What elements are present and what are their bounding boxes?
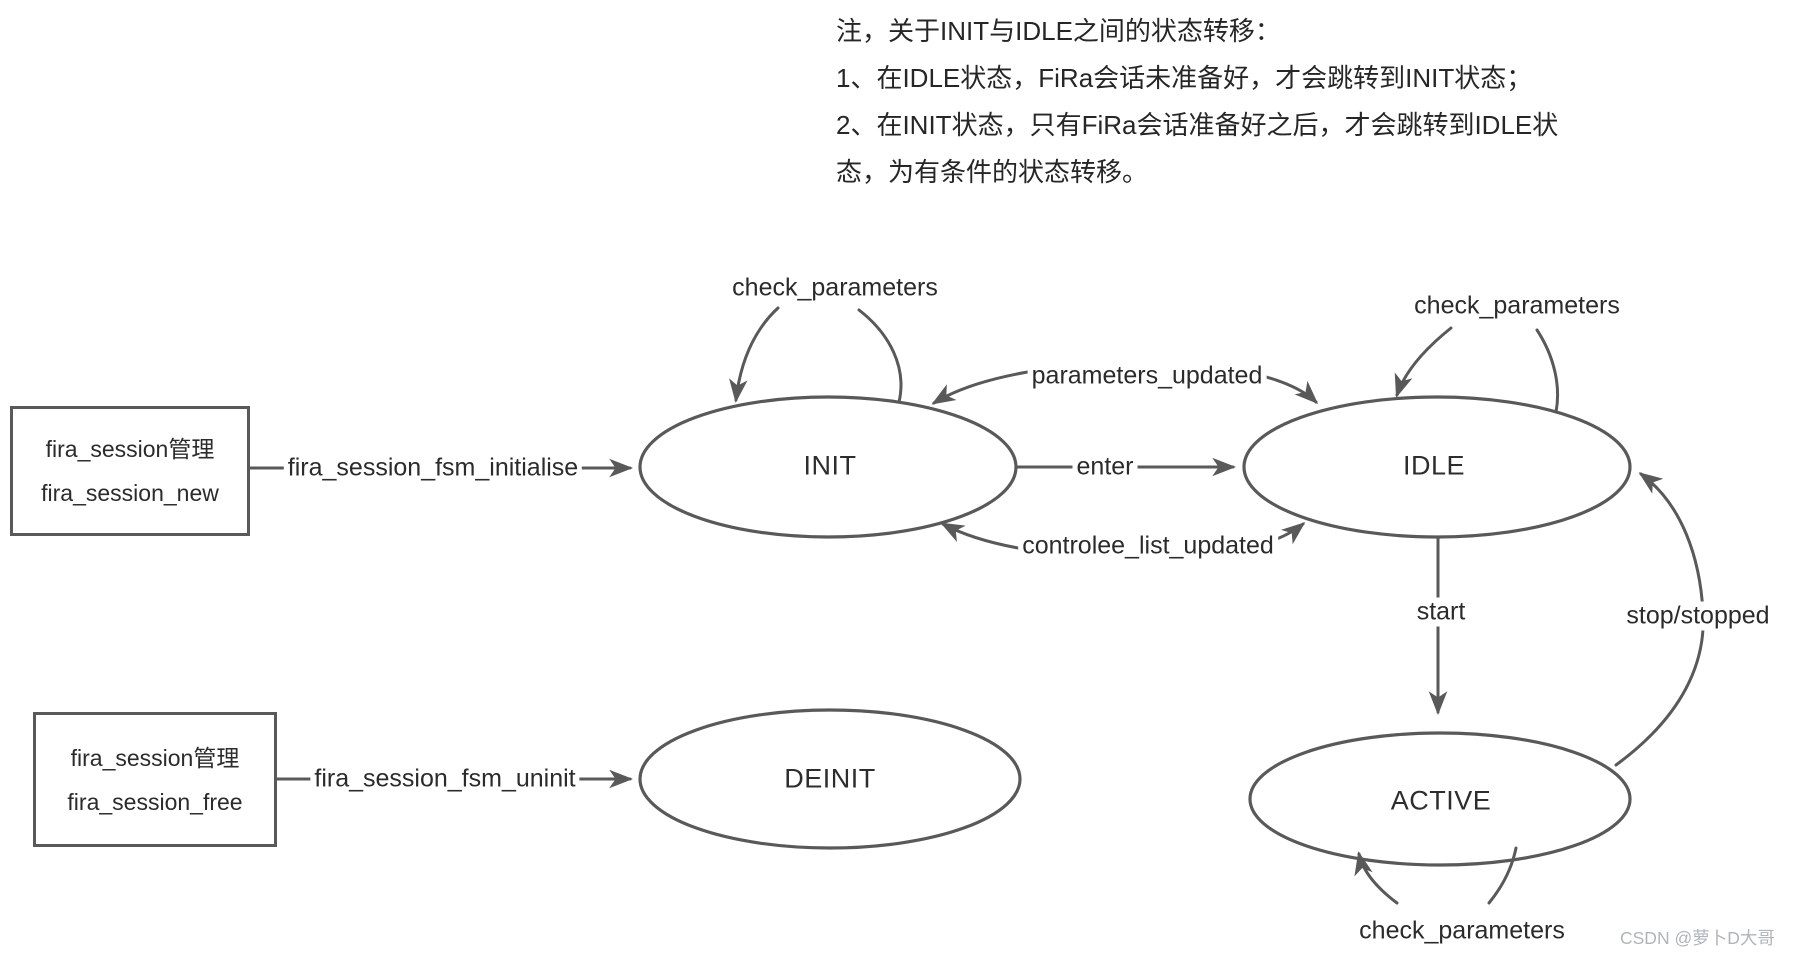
edge-label-enter: enter xyxy=(1072,452,1138,482)
edge-label-check-parameters-init: check_parameters xyxy=(728,273,942,303)
edge-label-check-parameters-active: check_parameters xyxy=(1355,916,1569,946)
note-line-3: 2、在INIT状态，只有FiRa会话准备好之后，才会跳转到IDLE状 xyxy=(836,110,1559,140)
edge-label-controlee-list-updated: controlee_list_updated xyxy=(1018,531,1278,561)
box-new-line-1: fira_session管理 xyxy=(45,436,215,462)
edge-label-start: start xyxy=(1412,597,1470,627)
edge-label-stop-stopped: stop/stopped xyxy=(1622,601,1774,631)
state-init-label: INIT xyxy=(803,450,857,481)
state-idle-label: IDLE xyxy=(1402,450,1466,481)
edge-label-fsm-uninit: fira_session_fsm_uninit xyxy=(310,764,580,794)
box-fira-session-free: fira_session管理 fira_session_free xyxy=(33,712,277,847)
note-block: 注，关于INIT与IDLE之间的状态转移： 1、在IDLE状态，FiRa会话未准… xyxy=(836,8,1558,196)
note-line-1: 注，关于INIT与IDLE之间的状态转移： xyxy=(836,16,1281,46)
edge-label-parameters-updated: parameters_updated xyxy=(1027,361,1267,391)
edge-check-parameters-idle-out xyxy=(1535,328,1560,414)
state-active-label: ACTIVE xyxy=(1390,785,1492,816)
box-free-line-2: fira_session_free xyxy=(67,788,243,815)
edge-label-fsm-initialise: fira_session_fsm_initialise xyxy=(283,453,583,483)
state-active-ellipse xyxy=(1248,731,1632,867)
note-line-4: 态，为有条件的状态转移。 xyxy=(836,157,1149,187)
edge-check-parameters-init-out xyxy=(857,308,903,404)
csdn-watermark: CSDN @萝卜D大哥 xyxy=(1620,928,1775,948)
box-fira-session-new: fira_session管理 fira_session_new xyxy=(10,406,250,536)
edge-check-parameters-idle-in xyxy=(1394,326,1453,398)
edge-label-check-parameters-idle: check_parameters xyxy=(1410,291,1624,321)
note-line-2: 1、在IDLE状态，FiRa会话未准备好，才会跳转到INIT状态； xyxy=(836,63,1533,93)
edge-check-parameters-active-in xyxy=(1354,851,1399,905)
box-new-line-2: fira_session_new xyxy=(41,480,219,506)
edge-check-parameters-init-in xyxy=(729,306,780,403)
state-deinit-ellipse xyxy=(638,708,1022,850)
box-free-line-1: fira_session管理 xyxy=(70,744,240,771)
state-deinit-label: DEINIT xyxy=(784,763,876,794)
edge-check-parameters-active-out xyxy=(1487,846,1518,905)
